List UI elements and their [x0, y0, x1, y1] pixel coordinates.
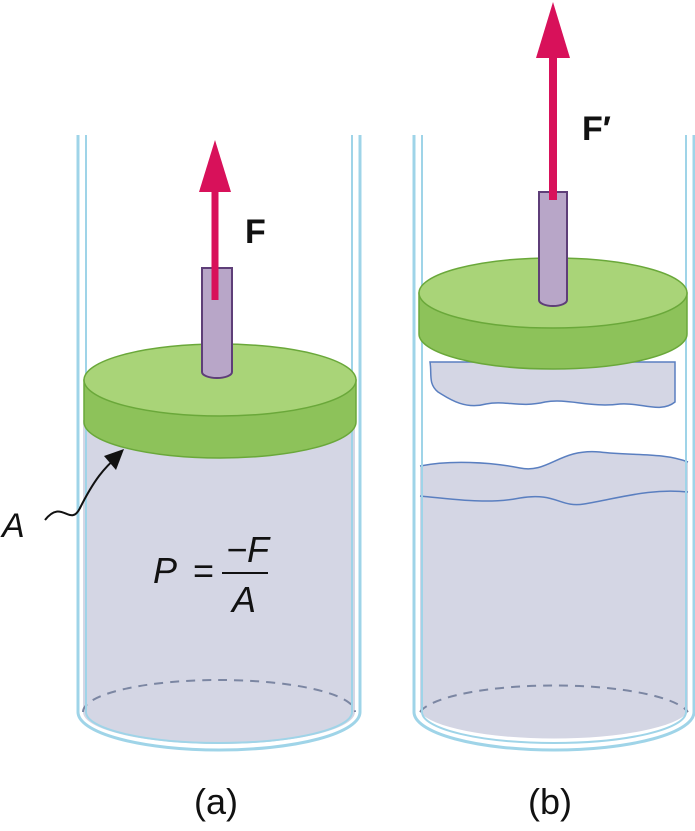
equation-equals: =	[193, 550, 214, 591]
equation-numerator: −F	[226, 529, 271, 570]
caption-a: (a)	[194, 781, 238, 822]
liquid-a	[83, 420, 355, 744]
force-arrow-b	[536, 2, 570, 200]
panel-b: F′ (b)	[412, 2, 695, 822]
liquid-b-surface-back	[419, 450, 689, 470]
liquid-b-under-piston	[429, 361, 676, 409]
force-arrow-a	[199, 140, 231, 300]
pressure-equation: P = −F A	[153, 529, 271, 620]
liquid-b-surface-front	[419, 490, 689, 506]
rod-a	[201, 267, 233, 379]
area-pointer	[44, 449, 124, 521]
force-label-b: F′	[582, 110, 611, 148]
liquid-b	[420, 451, 688, 739]
cylinder-b-outline	[412, 135, 695, 752]
piston-a	[83, 343, 357, 459]
cylinder-a-bottom-back	[82, 679, 356, 713]
panel-a: F A P = −F A (a)	[0, 135, 362, 822]
cylinder-a-outline	[76, 135, 362, 752]
equation-denominator: A	[230, 579, 256, 620]
caption-b: (b)	[528, 781, 572, 822]
area-label: A	[0, 507, 25, 545]
piston-b	[418, 257, 688, 370]
rod-b	[538, 191, 568, 307]
equation-lhs: P	[153, 550, 177, 591]
force-label-a: F	[245, 213, 266, 251]
